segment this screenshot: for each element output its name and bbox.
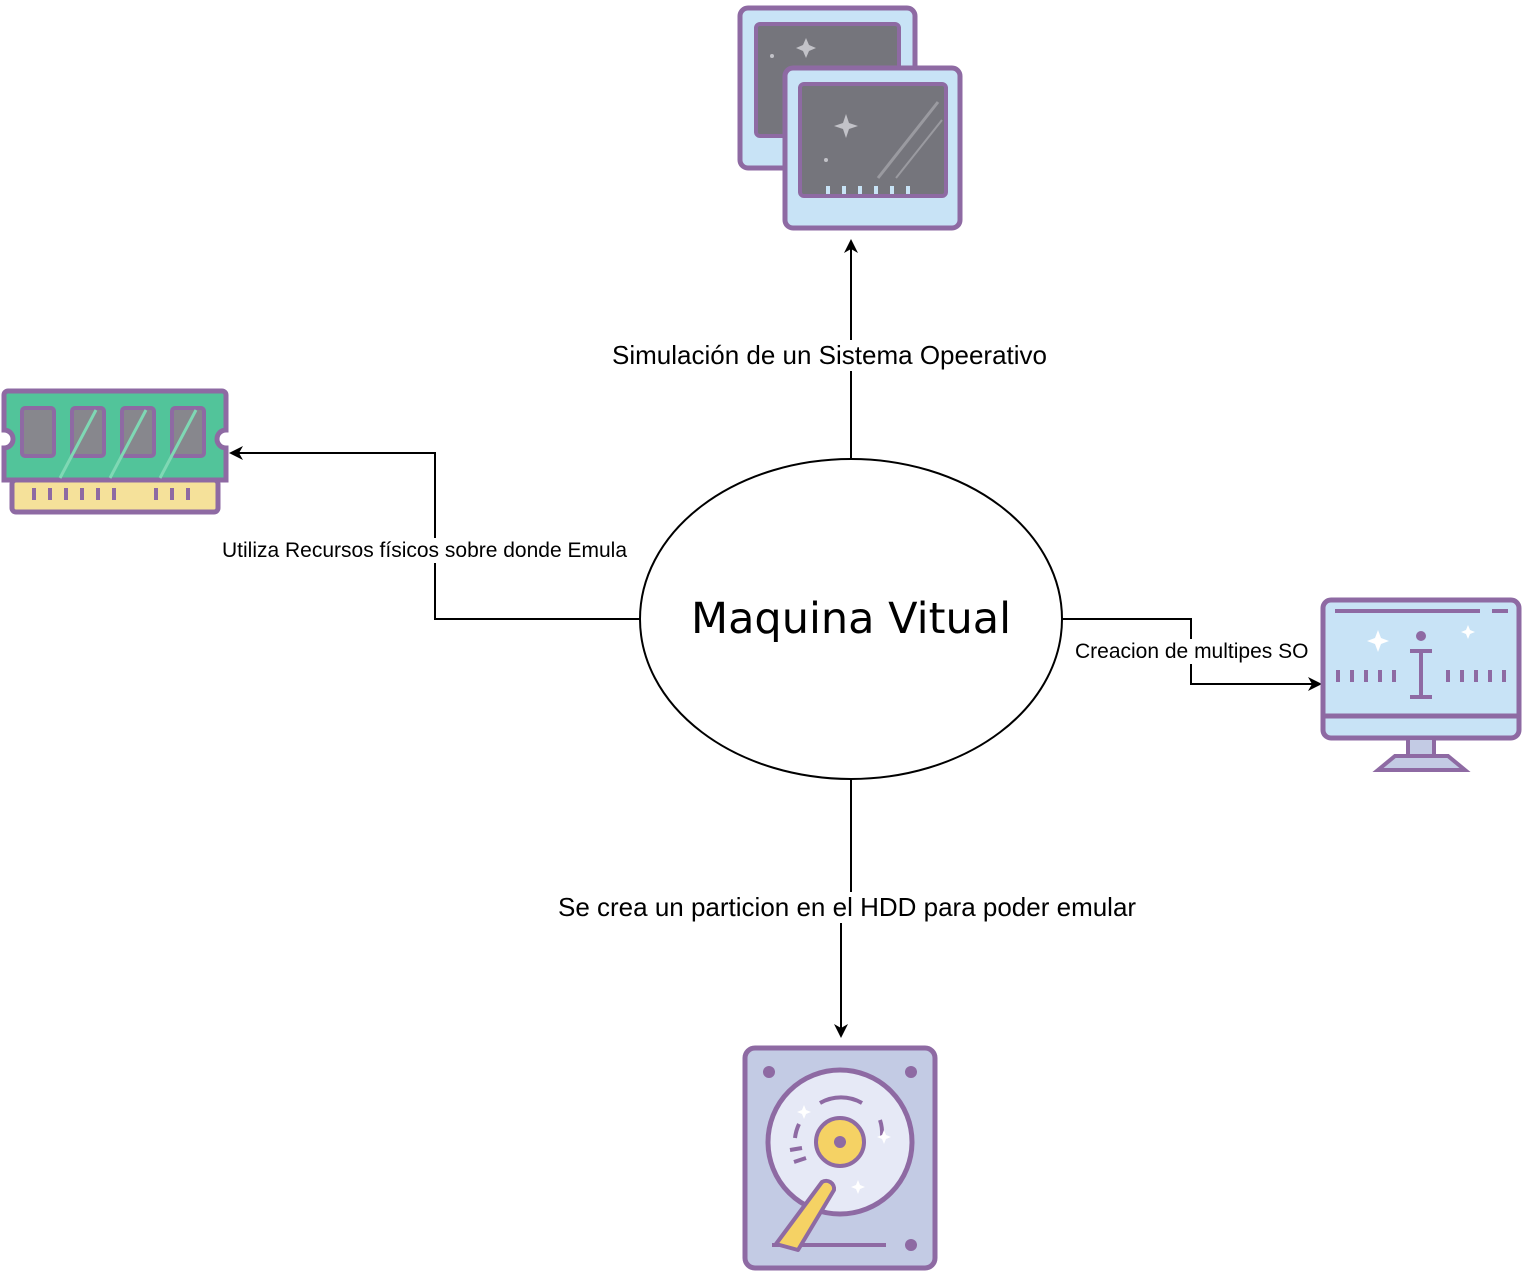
connector-left (229, 446, 640, 620)
edge-label-left: Utiliza Recursos físicos sobre donde Emu… (222, 538, 628, 564)
center-node-label: Maquina Vitual (690, 594, 1012, 644)
monitor-icon (1320, 597, 1522, 772)
edge-label-bottom: Se crea un particion en el HDD para pode… (558, 892, 1137, 924)
virtual-machines-icon (737, 5, 963, 231)
edge-label-top: Simulación de un Sistema Opeerativo (612, 340, 1048, 372)
edge-label-right: Creacion de multipes SO (1075, 639, 1309, 665)
hard-drive-icon (742, 1045, 938, 1271)
center-node[interactable] (639, 458, 1063, 780)
ram-memory-icon (1, 388, 229, 515)
